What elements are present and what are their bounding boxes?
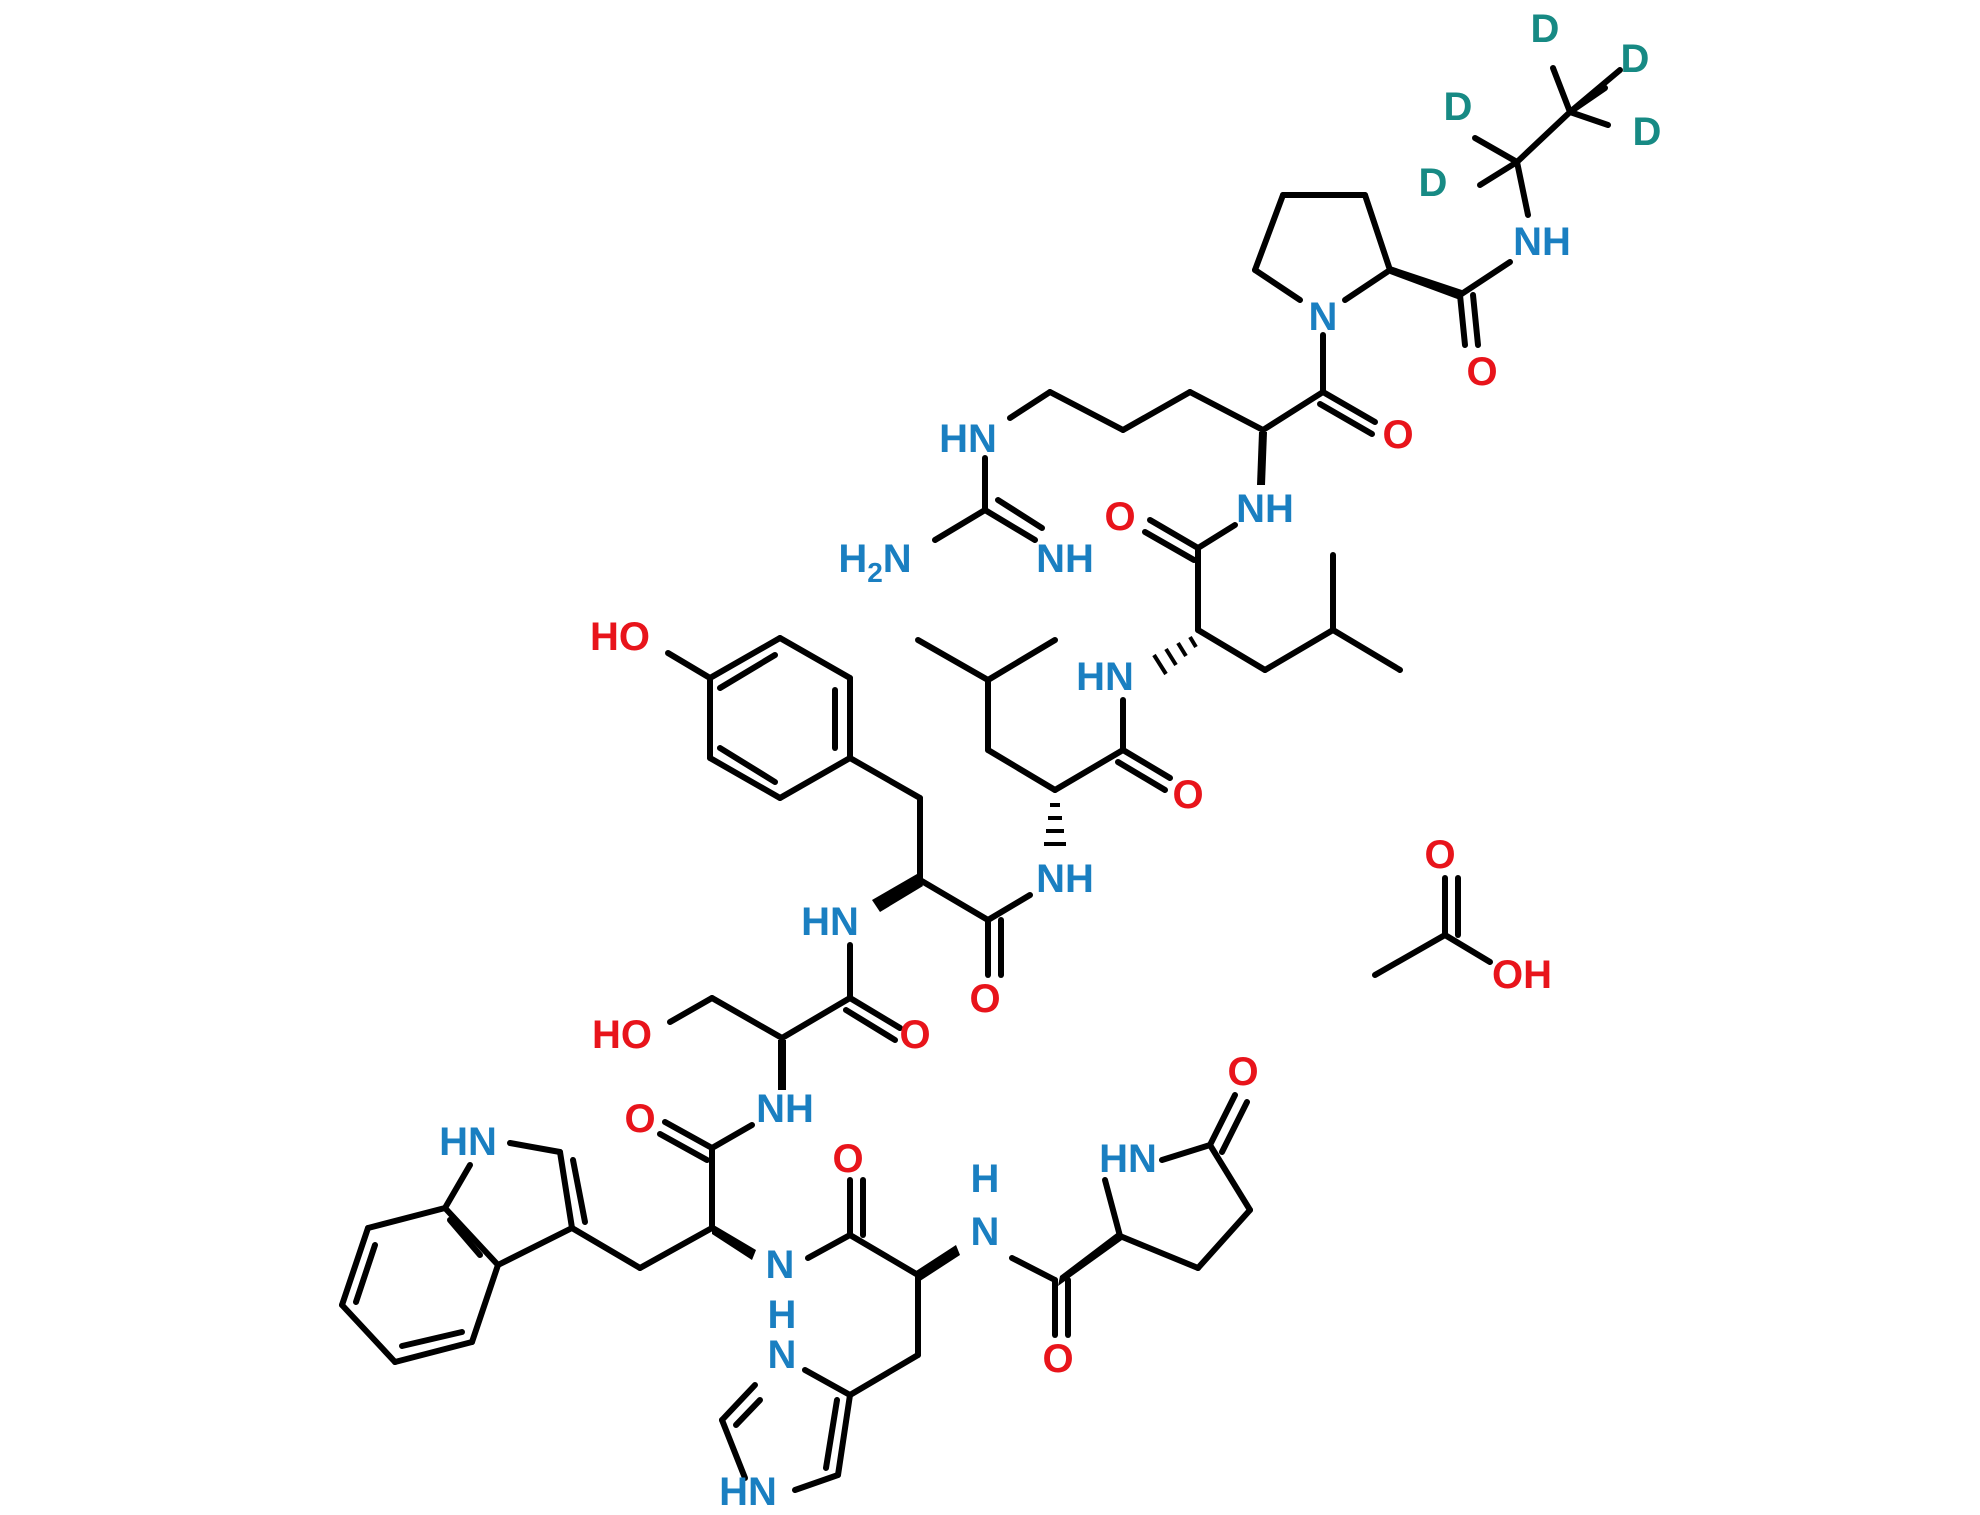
serine-nh: NH xyxy=(756,1087,814,1131)
guanidine-nh: NH xyxy=(1036,537,1094,581)
deuterium-label: D xyxy=(1531,7,1560,51)
histidine-n: N xyxy=(971,1210,1000,1254)
acetic-hydroxyl: OH xyxy=(1492,953,1552,997)
histidine-h: H xyxy=(971,1157,1000,1201)
serine-carbonyl-o: O xyxy=(899,1013,930,1057)
ethylamide-nh: NH xyxy=(1513,220,1571,264)
leucine2-carbonyl-o: O xyxy=(1172,773,1203,817)
serine-hydroxyl: HO xyxy=(592,1013,652,1057)
deuterium-label: D xyxy=(1621,37,1650,81)
deuterium-label: D xyxy=(1444,85,1473,129)
arginine-carbonyl-o: O xyxy=(1382,413,1413,457)
acetic-carbonyl-o: O xyxy=(1424,833,1455,877)
bonds xyxy=(339,65,1623,1493)
histidine-carbonyl-o: O xyxy=(832,1137,863,1181)
tyrosine-hydroxyl: HO xyxy=(590,615,650,659)
atom-labels: D D D D D N NH HN NH H2N NH HN NH HN NH … xyxy=(439,7,1662,1514)
pyroglutamate-carbonyl-o: O xyxy=(1042,1337,1073,1381)
guanidine-hn: HN xyxy=(939,417,997,461)
tyrosine-hn: HN xyxy=(801,900,859,944)
tryptophan-n: N xyxy=(766,1243,795,1287)
pyroglutamate-hn: HN xyxy=(1099,1137,1157,1181)
imidazole-hn: HN xyxy=(719,1470,777,1510)
indole-hn: HN xyxy=(439,1120,497,1164)
deuterium-label: D xyxy=(1633,110,1662,154)
tryptophan-carbonyl-o: O xyxy=(624,1097,655,1141)
pyroglutamate-ring-o: O xyxy=(1227,1050,1258,1094)
leucine1-carbonyl-o: O xyxy=(1104,495,1135,539)
leucine2-nh: NH xyxy=(1036,857,1094,901)
imidazole-h: H xyxy=(768,1293,797,1337)
proline-carbonyl-o: O xyxy=(1466,350,1497,394)
leucine1-hn: HN xyxy=(1076,655,1134,699)
deuterium-label: D xyxy=(1419,161,1448,205)
guanidine-h2n: H2N xyxy=(838,537,911,588)
arginine-nh: NH xyxy=(1236,487,1294,531)
tyrosine-carbonyl-o: O xyxy=(969,977,1000,1021)
imidazole-n: N xyxy=(768,1333,797,1377)
proline-nitrogen: N xyxy=(1309,295,1338,339)
